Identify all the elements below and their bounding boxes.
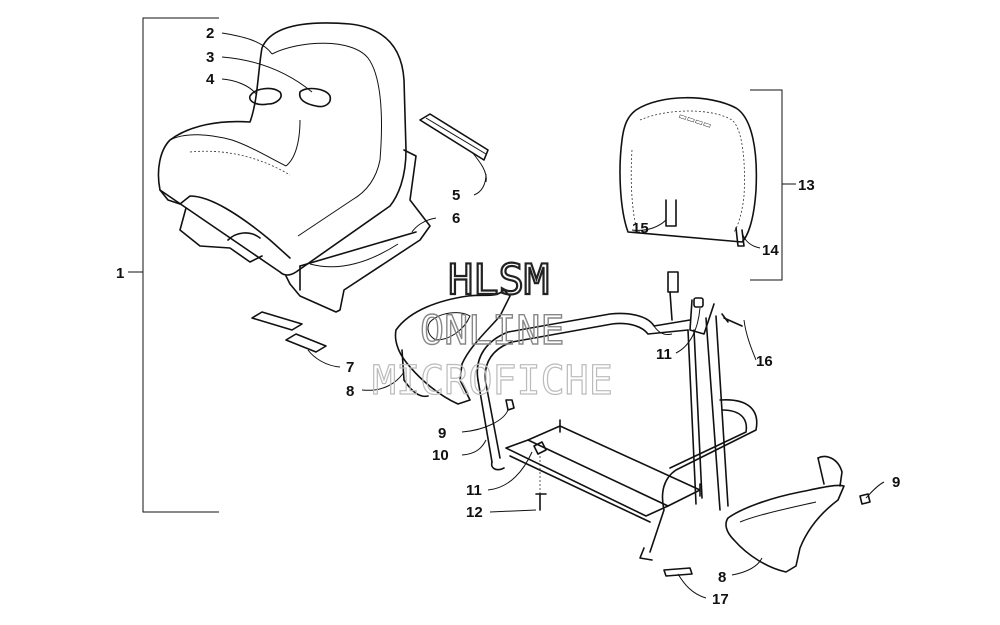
callout-10: 10 [432, 447, 449, 464]
callout-1: 1 [116, 265, 124, 282]
callout-7: 7 [346, 359, 354, 376]
watermark-line-1: HLSM [448, 255, 549, 304]
callout-15: 15 [632, 220, 649, 237]
callout-12: 12 [466, 504, 483, 521]
watermark: HLSM ONLINE MICROFICHE [371, 254, 613, 405]
callout-3: 3 [206, 49, 214, 66]
callout-4: 4 [206, 71, 215, 88]
leader-lines [221, 32, 885, 599]
callout-13: 13 [798, 177, 815, 194]
callout-8-left: 8 [346, 383, 354, 400]
hardware [505, 297, 871, 577]
callout-2: 2 [206, 25, 214, 42]
seat-base [285, 149, 431, 313]
callout-17: 17 [712, 591, 729, 608]
seat-cushion [157, 22, 407, 276]
seat-pads [251, 311, 327, 353]
callout-9-left: 9 [438, 425, 446, 442]
svg-text:▭▭▭▭: ▭▭▭▭ [677, 111, 712, 131]
watermark-line-2: ONLINE [420, 308, 565, 354]
seat-frame [476, 271, 758, 561]
callout-14: 14 [762, 242, 779, 259]
watermark-line-3: MICROFICHE [372, 358, 613, 404]
bracket-assembly-1 [128, 17, 219, 513]
callout-11-upper: 11 [656, 346, 672, 363]
bracket-assembly-13 [750, 89, 796, 281]
callout-16: 16 [756, 353, 773, 370]
callout-8-right: 8 [718, 569, 726, 586]
callout-11-lower: 11 [466, 482, 482, 499]
side-panel-left [394, 289, 511, 405]
callout-5: 5 [452, 187, 460, 204]
callout-9-right: 9 [892, 474, 900, 491]
seat-strap [419, 113, 489, 183]
side-panel-right [725, 455, 845, 573]
callouts: 1 2 3 4 5 6 7 8 9 10 11 12 13 14 15 16 1… [116, 25, 900, 608]
callout-6: 6 [452, 210, 460, 227]
